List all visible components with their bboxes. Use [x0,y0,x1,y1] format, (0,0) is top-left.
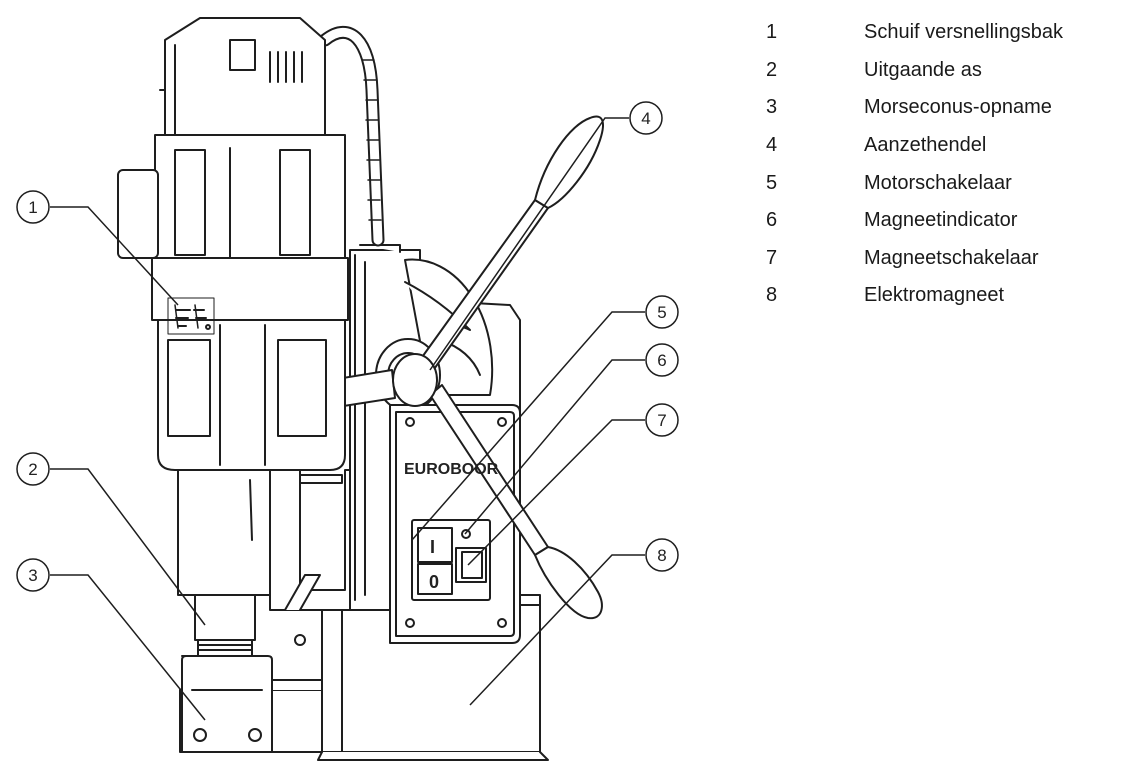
power-cable [318,25,385,247]
svg-text:5: 5 [657,303,666,322]
svg-text:7: 7 [657,411,666,430]
legend-label: Schuif versnellingsbak [864,21,1063,44]
legend-number: 4 [766,134,778,157]
motor-body [117,134,346,266]
feed-handle-lower [429,384,603,620]
spindle [177,469,273,753]
svg-text:8: 8 [657,546,666,565]
callout-2: 2 [16,452,50,486]
legend-number: 5 [766,171,778,194]
legend-item: 2 Uitgaande as [760,52,1120,90]
legend-label: Magneetschakelaar [864,246,1039,269]
legend-number: 6 [766,209,778,232]
legend-item: 3 Morseconus-opname [760,89,1120,127]
callout-1: 1 [16,190,50,224]
legend-label: Morseconus-opname [864,96,1052,119]
legend-number: 2 [766,58,778,81]
legend-item: 6 Magneetindicator [760,202,1120,240]
legend-item: 8 Elektromagneet [760,277,1120,315]
off-symbol: 0 [429,572,439,592]
handle-center-cap [392,353,438,407]
legend-number: 7 [766,246,778,269]
callout-4: 4 [629,101,663,135]
gearbox [157,297,346,471]
callout-3: 3 [16,558,50,592]
motor-housing [157,17,326,156]
legend-label: Magneetindicator [864,209,1018,232]
svg-text:3: 3 [28,566,37,585]
parts-legend: 1 Schuif versnellingsbak 2 Uitgaande as … [760,14,1120,315]
slide-rail [269,469,351,646]
legend-label: Uitgaande as [864,58,982,81]
brand-label: EUROBOOR [404,461,499,478]
legend-label: Elektromagneet [864,284,1005,307]
switch-plate [389,404,521,644]
svg-text:1: 1 [28,198,37,217]
callout-6: 6 [645,343,679,377]
callout-5: 5 [645,295,679,329]
legend-number: 8 [766,284,778,307]
svg-text:6: 6 [657,351,666,370]
svg-text:4: 4 [641,109,650,128]
legend-number: 3 [766,96,778,119]
on-symbol: I [430,537,435,557]
callout-8: 8 [645,538,679,572]
callout-markers: 1 2 3 4 5 6 7 8 [16,101,679,592]
leader-lines [50,117,645,721]
svg-text:2: 2 [28,460,37,479]
legend-label: Aanzethendel [864,134,987,157]
legend-item: 4 Aanzethendel [760,127,1120,165]
legend-label: Motorschakelaar [864,171,1012,194]
callout-7: 7 [645,403,679,437]
legend-item: 5 Motorschakelaar [760,164,1120,202]
legend-item: 7 Magneetschakelaar [760,240,1120,278]
legend-item: 1 Schuif versnellingsbak [760,14,1120,52]
legend-number: 1 [766,21,778,44]
magnetic-drill-icon: EUROBOOR I 0 [117,17,604,761]
